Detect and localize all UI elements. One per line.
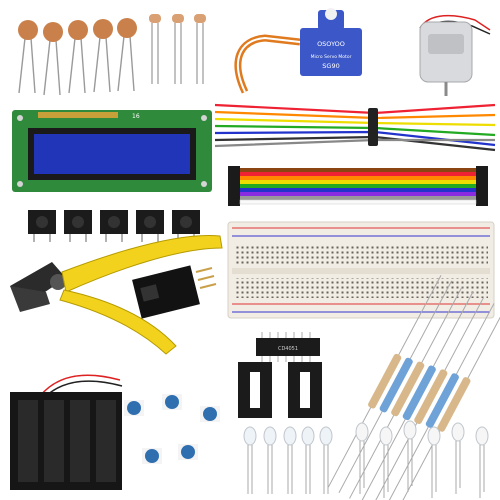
jumper-wires-male [214, 103, 496, 152]
lcd-pin-number: 16 [132, 113, 140, 120]
breadboard [227, 221, 495, 319]
dupont-ribbon-wires [228, 166, 488, 206]
resistors [327, 275, 500, 500]
ic-sockets [238, 362, 322, 418]
diagonal-cutter-pliers [10, 234, 223, 355]
lcd-header-pins [38, 112, 118, 118]
dc-motor [419, 14, 491, 96]
battery-holder-4xaa [10, 374, 123, 490]
photoresistors [149, 14, 206, 84]
servo-subtitle-text: Micro Servo Motor [311, 54, 352, 60]
lcd-1602-module: 16 [12, 110, 212, 192]
ic-chip: CD4051 [256, 332, 320, 362]
tactile-buttons [28, 210, 200, 242]
servo-brand-text: OSOYOO [317, 40, 345, 48]
rgb-leds [243, 426, 333, 494]
ir-receiver-module [132, 265, 217, 319]
ceramic-capacitors [18, 18, 137, 96]
servo-model-text: SG90 [322, 62, 339, 70]
ic-chip-label: CD4051 [278, 346, 298, 352]
servo-motor: OSOYOO Micro Servo Motor SG90 [234, 8, 362, 94]
trimmer-potentiometers [124, 394, 220, 464]
white-leds [355, 420, 489, 498]
